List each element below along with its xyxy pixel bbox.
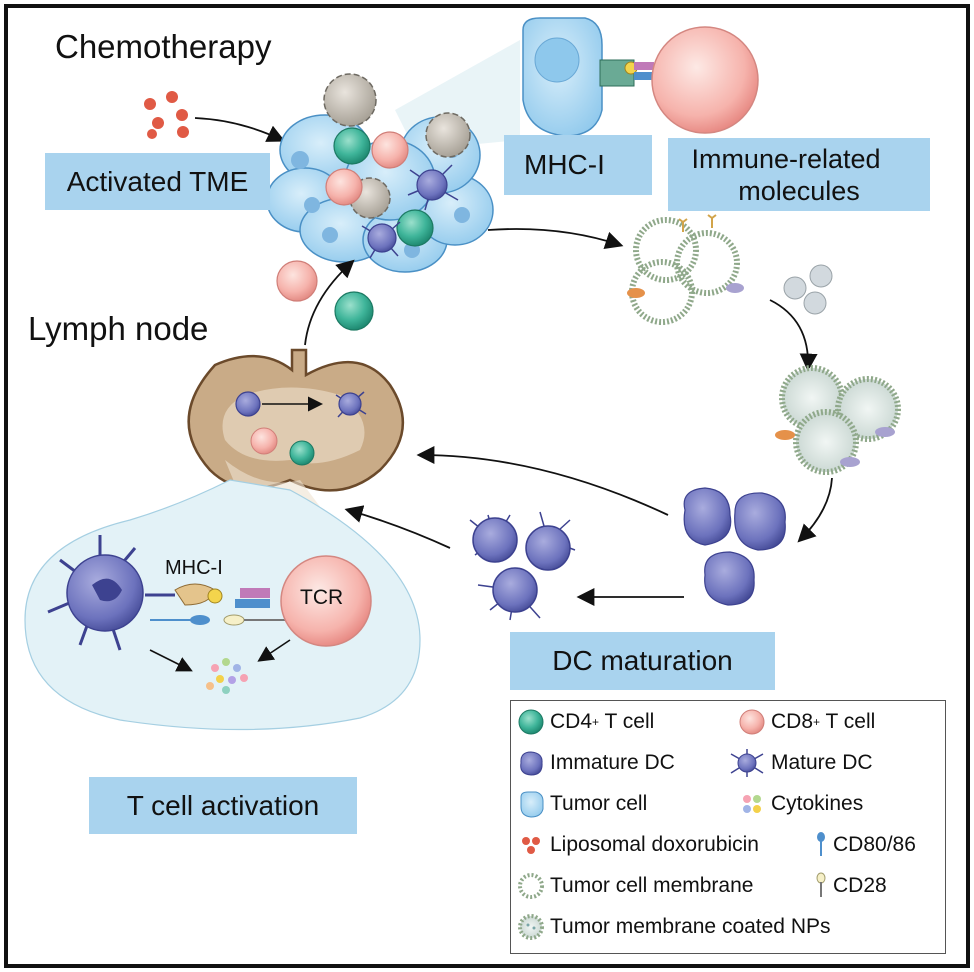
box-immune-related: Immune-related molecules	[668, 138, 930, 211]
legend-cd28: CD28	[813, 871, 887, 901]
legend-coated-nps: Tumor membrane coated NPs	[516, 912, 831, 942]
legend-tumor-cell-label: Tumor cell	[550, 792, 648, 815]
legend-liposomal: Liposomal doxorubicin	[516, 830, 759, 860]
legend-cd8-base: CD8	[771, 710, 814, 733]
nanoparticles	[783, 264, 833, 315]
arrow-to-coated-nps	[769, 299, 818, 372]
t-activation-bubble	[24, 479, 421, 731]
arrow-mature-to-lymph	[344, 505, 451, 549]
dc-t-synapse	[47, 535, 372, 651]
immature-dc-icon	[520, 751, 543, 776]
mature-dc-group	[469, 511, 576, 621]
figure-border	[4, 4, 970, 968]
cd80-86-icon	[817, 832, 825, 856]
arrow-dc-to-lymph-upper	[416, 446, 669, 516]
legend-cd4-base: CD4	[550, 710, 593, 733]
cd8-t-cell-icon	[739, 709, 765, 735]
cytokine-cluster	[206, 658, 248, 694]
cd4-t-cell-icon	[518, 709, 544, 735]
legend-cd8-tail: T cell	[820, 710, 876, 733]
immune-line2: molecules	[738, 175, 860, 206]
title-lymph-node: Lymph node	[28, 310, 209, 347]
arrow-nps-to-dc	[797, 477, 833, 543]
cd8-t-cell-migrating	[276, 260, 318, 302]
legend-cd4-sup: +	[592, 715, 600, 729]
arrow-dc-to-cytokines	[149, 649, 193, 672]
legend-immature-dc-label: Immature DC	[550, 751, 675, 774]
liposomal-doxorubicin-dots	[144, 91, 189, 139]
mhc-tcr-zoom	[522, 17, 759, 137]
arrow-tumor-to-membrane	[487, 228, 624, 249]
legend-cd28-label: CD28	[833, 874, 887, 897]
arrow-t-to-cytokines	[257, 639, 291, 662]
legend-tumor-cell: Tumor cell	[516, 789, 647, 819]
legend-cytokines: Cytokines	[737, 789, 863, 819]
box-mhc-i: MHC-I	[504, 135, 652, 195]
mature-dc-icon	[730, 749, 764, 777]
coated-nps	[775, 365, 901, 475]
tumor-cell-icon	[520, 791, 544, 818]
arrow-dox-to-tumor	[194, 117, 286, 142]
legend: CD4+ T cell CD8+ T cell Immature DC Matu…	[510, 700, 946, 954]
box-t-cell-activation: T cell activation	[89, 777, 357, 834]
legend-immature-dc: Immature DC	[516, 748, 675, 778]
box-dc-maturation: DC maturation	[510, 632, 775, 690]
tumor-cluster	[266, 73, 494, 273]
box-activated-tme: Activated TME	[45, 153, 270, 210]
legend-cd8: CD8+ T cell	[737, 707, 875, 737]
immature-dc-group	[683, 487, 786, 606]
label-tcr: TCR	[300, 586, 344, 609]
immune-line1: Immune-related	[691, 143, 881, 174]
legend-cd4: CD4+ T cell	[516, 707, 654, 737]
legend-cytokines-label: Cytokines	[771, 792, 864, 815]
label-mhc-i: MHC-I	[165, 557, 223, 579]
cd4-t-cell-migrating	[334, 291, 374, 331]
legend-mature-dc: Mature DC	[727, 748, 873, 778]
legend-cd80: CD80/86	[813, 830, 916, 860]
liposomal-doxorubicin-icon	[522, 837, 540, 854]
cd28-icon	[816, 872, 826, 897]
tumor-membrane-vesicles	[627, 214, 744, 325]
legend-tumor-membrane-label: Tumor cell membrane	[550, 874, 754, 897]
legend-cd4-tail: T cell	[599, 710, 655, 733]
cytokines-icon	[743, 795, 761, 813]
tumor-membrane-icon	[518, 873, 544, 899]
box-mhc-i-text: MHC-I	[524, 149, 605, 180]
legend-cd80-label: CD80/86	[833, 833, 916, 856]
legend-cd8-sup: +	[813, 715, 821, 729]
legend-mature-dc-label: Mature DC	[771, 751, 873, 774]
title-chemotherapy: Chemotherapy	[55, 28, 272, 65]
legend-liposomal-label: Liposomal doxorubicin	[550, 833, 759, 856]
legend-tumor-membrane: Tumor cell membrane	[516, 871, 753, 901]
coated-nps-icon	[518, 914, 544, 940]
legend-coated-nps-label: Tumor membrane coated NPs	[550, 915, 831, 938]
arrow-lymph-to-tumor	[304, 259, 355, 346]
